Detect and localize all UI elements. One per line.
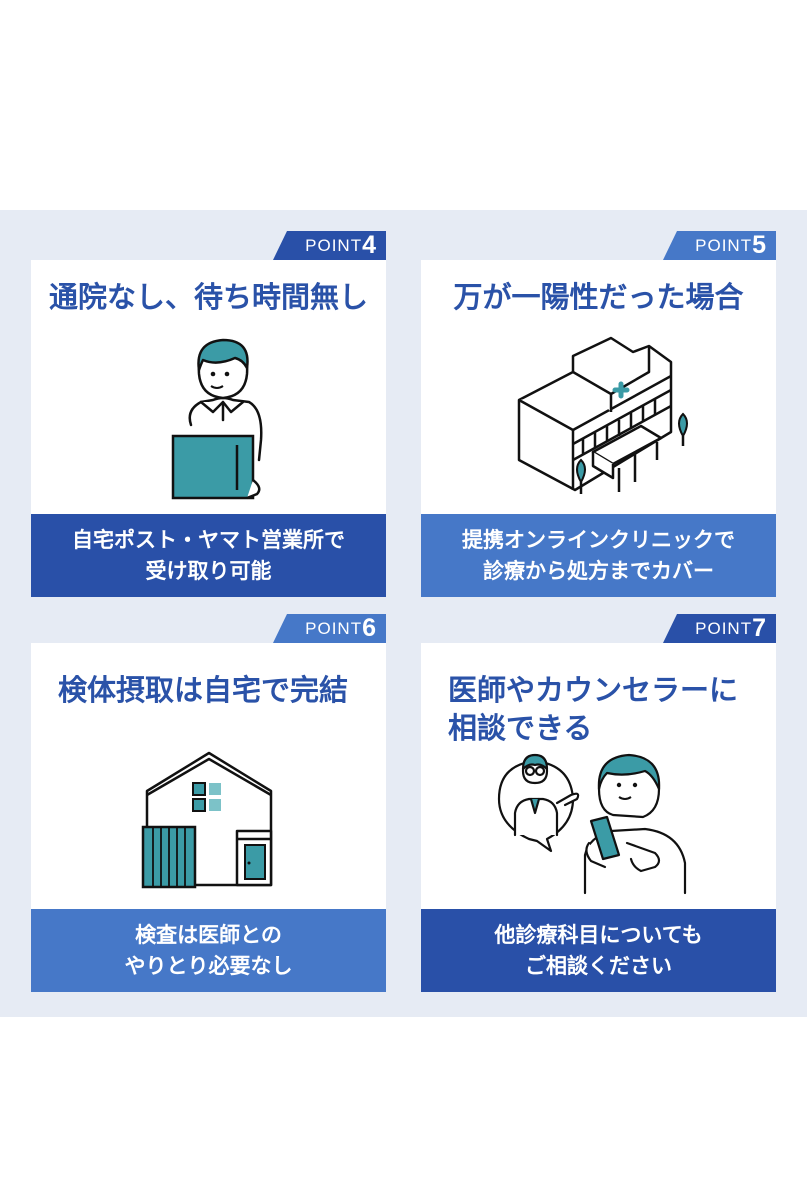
banner-text-line1: 検査は医師との (135, 922, 282, 947)
doctor-consultation-smartphone-icon (497, 753, 687, 895)
card-banner: 他診療科目についても ご相談ください (421, 909, 776, 992)
feature-card-point5: 万が一陽性だった場合 提携オンラインクリニックで 診療から処方までカバー (421, 260, 776, 597)
point-label: POINT (305, 619, 363, 638)
card-title: 検体摂取は自宅で完結 (58, 673, 349, 707)
card-banner: 自宅ポスト・ヤマト営業所で 受け取り可能 (31, 514, 386, 597)
card-title: 通院なし、待ち時間無し (48, 280, 368, 314)
point-number: 4 (362, 231, 376, 259)
point-tag-6: POINT6 (273, 614, 386, 643)
person-holding-box-icon (171, 338, 263, 500)
hospital-building-icon (517, 336, 688, 494)
point-tag-4: POINT4 (273, 231, 386, 260)
banner-text-line2: 診療から処方までカバー (483, 558, 714, 583)
banner-text-line1: 提携オンラインクリニックで (462, 527, 735, 552)
point-label: POINT (695, 619, 753, 638)
banner-text-line1: 他診療科目についても (494, 922, 703, 947)
card-title-line1: 医師やカウンセラーに (448, 673, 739, 707)
feature-card-point6: 検体摂取は自宅で完結 検査は医師との やりとり必要なし (31, 643, 386, 992)
point-number: 6 (362, 614, 376, 642)
point-number: 7 (752, 614, 766, 642)
feature-card-point7: 医師やカウンセラーに 相談できる 他診療科目についても ご相談ください (421, 643, 776, 992)
point-tag-5: POINT5 (663, 231, 776, 260)
card-title: 万が一陽性だった場合 (453, 280, 744, 314)
card-title-line2: 相談できる (448, 711, 593, 745)
point-number: 5 (752, 231, 766, 259)
point-label: POINT (305, 236, 363, 255)
card-banner: 提携オンラインクリニックで 診療から処方までカバー (421, 514, 776, 597)
point-label: POINT (695, 236, 753, 255)
banner-text-line2: やりとり必要なし (124, 953, 293, 978)
house-icon (141, 751, 273, 889)
banner-text-line2: ご相談ください (525, 953, 672, 978)
card-banner: 検査は医師との やりとり必要なし (31, 909, 386, 992)
feature-card-point4: 通院なし、待ち時間無し 自宅ポスト・ヤマト営業所で 受け取り可能 (31, 260, 386, 597)
banner-text-line1: 自宅ポスト・ヤマト営業所で (72, 527, 345, 552)
banner-text-line2: 受け取り可能 (145, 558, 272, 583)
point-tag-7: POINT7 (663, 614, 776, 643)
